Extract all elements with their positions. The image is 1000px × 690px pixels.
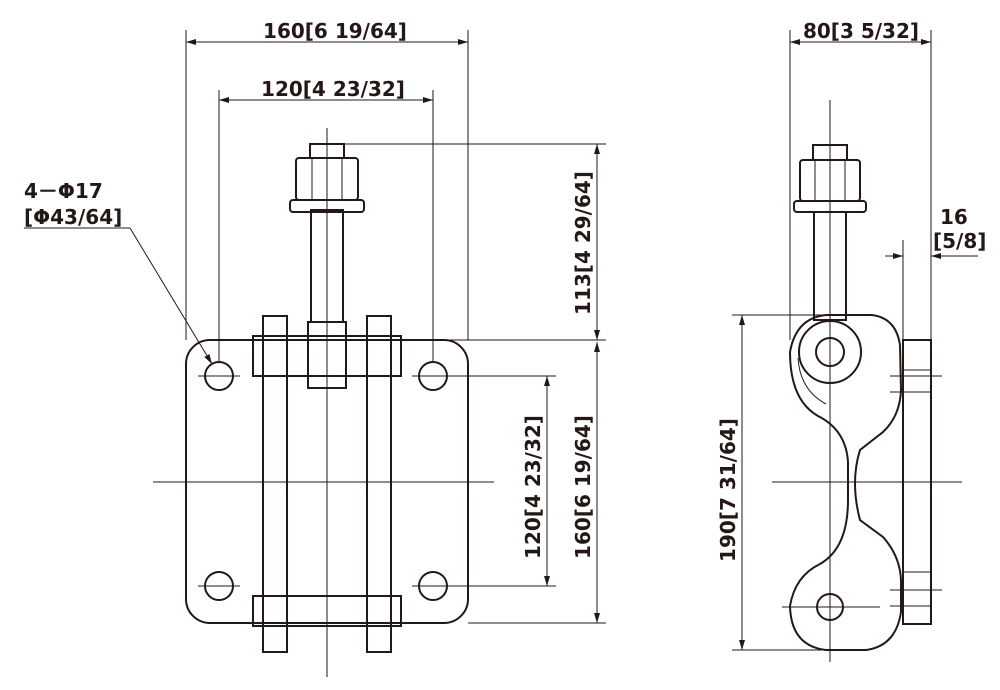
front-link-left: [262, 315, 288, 653]
dimension-labels: 160[6 19/64] 120[4 23/32] 4－Φ17 [Φ43/64]…: [24, 19, 986, 562]
label-hole-inch: [Φ43/64]: [24, 205, 122, 229]
front-dimensions: [24, 30, 606, 624]
label-side-thickness: 16: [940, 205, 968, 229]
label-base-height: 160[6 19/64]: [571, 415, 595, 559]
label-front-hole-spacing: 120[4 23/32]: [261, 77, 405, 101]
label-front-width: 160[6 19/64]: [263, 19, 407, 43]
label-side-thickness-inch: [5/8]: [933, 229, 986, 253]
label-side-height: 190[7 31/64]: [716, 418, 740, 562]
label-side-width: 80[3 5/32]: [803, 19, 919, 43]
front-view: [153, 128, 494, 677]
label-screw-height: 113[4 29/64]: [571, 171, 595, 315]
side-dimensions: [732, 30, 978, 651]
side-view: [772, 100, 962, 662]
label-hole-spacing-height: 120[4 23/32]: [521, 415, 545, 559]
label-hole-count: 4－Φ17: [24, 179, 103, 203]
front-link-right: [366, 315, 392, 653]
mounting-holes: [198, 361, 468, 601]
side-clamp-arm: [788, 314, 903, 651]
